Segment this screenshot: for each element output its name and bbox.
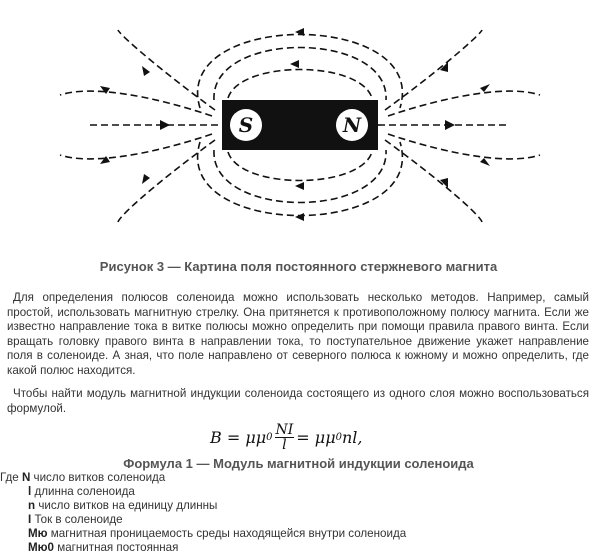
legend-text: магнитная постоянная xyxy=(54,541,179,554)
field-line-fan-4 xyxy=(117,139,216,223)
legend-row: l длинна соленоида xyxy=(0,485,597,499)
formula-tail: nl, xyxy=(341,427,363,447)
formula-caption: Формула 1 — Модуль магнитной индукции со… xyxy=(123,456,474,471)
legend-row: n число витков на единицу длинны xyxy=(0,499,597,513)
field-line-top-1 xyxy=(227,68,373,99)
field-line-fan-7 xyxy=(387,133,541,160)
legend-row: Mю магнитная проницаемость среды находящ… xyxy=(0,527,597,541)
legend-text: Ток в соленоиде xyxy=(31,513,123,526)
formula-denominator: l xyxy=(282,436,287,453)
formula-fraction: NI l xyxy=(274,421,295,453)
legend-text: длинна соленоида xyxy=(31,485,135,498)
field-line-fan-2 xyxy=(59,90,213,117)
legend-symbol: n xyxy=(28,499,36,512)
formula-sub0: 0 xyxy=(266,431,273,443)
legend-text: число витков соленоида xyxy=(30,471,166,484)
legend-symbol: I xyxy=(28,513,32,526)
figure-caption: Рисунок 3 — Картина поля постоянного сте… xyxy=(99,259,498,274)
formula-mid: = μμ xyxy=(296,427,336,447)
field-line-fan-5 xyxy=(384,29,483,111)
formula-numerator: NI xyxy=(274,421,295,438)
field-line-top-3 xyxy=(196,33,404,109)
legend-row: Mю0 магнитная постоянная xyxy=(0,541,597,555)
field-lines-diagram: S N xyxy=(59,28,541,223)
paragraph-1: Для определения полюсов соленоида можно … xyxy=(7,291,589,377)
field-line-fan-8 xyxy=(384,139,483,223)
field-line-fan-6 xyxy=(387,90,541,117)
legend-symbol: N xyxy=(21,471,31,484)
field-line-bottom-2 xyxy=(213,149,387,204)
magnet-field-figure: S N xyxy=(0,0,597,255)
south-pole-label: S xyxy=(239,113,253,137)
field-line-fan-3 xyxy=(59,133,213,160)
field-line-bottom-1 xyxy=(227,151,373,182)
formula-sub1: 0 xyxy=(335,431,342,443)
legend-text: магнитная проницаемость среды находящейс… xyxy=(47,527,407,540)
formula-lhs: B = μμ xyxy=(210,427,267,447)
legend-row: Где N число витков соленоида xyxy=(0,471,597,485)
field-line-top-2 xyxy=(213,46,387,101)
legend-symbol: Mю0 xyxy=(28,541,55,554)
paragraph-2: Чтобы найти модуль магнитной индукции со… xyxy=(7,387,589,415)
legend-symbol: l xyxy=(28,485,32,498)
legend-row: I Ток в соленоиде xyxy=(0,513,597,527)
north-pole-circle xyxy=(336,109,368,141)
legend-symbol: Mю xyxy=(28,527,48,540)
north-pole-label: N xyxy=(342,113,362,137)
field-line-fan-1 xyxy=(117,29,216,111)
south-pole-circle xyxy=(230,109,262,141)
legend-prefix: Где xyxy=(0,471,22,484)
variable-legend: Где N число витков соленоида l длинна со… xyxy=(0,471,597,555)
legend-text: число витков на единицу длинны xyxy=(35,499,218,512)
